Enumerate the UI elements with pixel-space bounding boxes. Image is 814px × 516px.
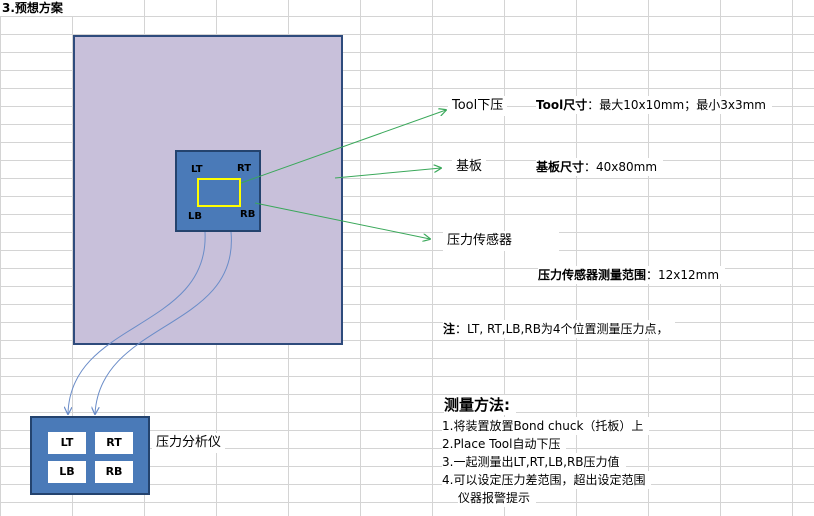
method-step-1: 1.将装置放置Bond chuck（托板）上 [442,417,650,435]
spec-sensor: 压力传感器测量范围：12x12mm [538,266,726,284]
chip-corner-rb: RB [240,209,256,220]
spec-sensor-val: ：12x12mm [646,268,720,282]
chip-corner-lb: LB [188,211,202,222]
note-val: ：LT, RT,LB,RB为4个位置测量压力点， [455,322,669,336]
pressure-analyzer: LT RT LB RB [30,416,150,495]
tool-footprint [197,178,241,207]
spec-tool-key: Tool尺寸 [536,98,588,112]
spec-substrate-val: ：40x80mm [584,160,658,174]
cable-left [68,231,206,414]
spec-tool-val: ：最大10x10mm；最小3x3mm [587,98,766,112]
arrow-sensor [254,202,430,239]
spec-sensor-key: 压力传感器测量范围 [538,268,647,282]
page-title: 3.预想方案 [0,0,112,16]
method-step-4-cont: 仪器报警提示 [458,489,537,507]
chip-corner-lt: LT [191,164,203,175]
arrow-tool [240,110,446,184]
analyzer-cell-rt: RT [95,432,133,454]
chip-corner-rt: RT [237,163,252,174]
label-substrate: 基板 [452,157,487,177]
method-step-4: 4.可以设定压力差范围，超出设定范围 [442,471,652,489]
arrow-substrate [334,168,441,179]
spec-substrate-key: 基板尺寸 [536,160,585,174]
note-key: 注 [443,322,456,336]
method-step-3: 3.一起测量出LT,RT,LB,RB压力值 [442,453,626,471]
method-title: 测量方法: [444,395,516,415]
analyzer-cell-rb: RB [95,461,133,483]
method-step-2: 2.Place Tool自动下压 [442,435,567,453]
spec-substrate: 基板尺寸：40x80mm [536,158,664,176]
analyzer-cell-lt: LT [48,432,86,454]
label-sensor: 压力传感器 [443,231,559,251]
analyzer-cell-lb: LB [48,461,86,483]
label-tool: Tool下压 [448,96,508,116]
note-corners: 注：LT, RT,LB,RB为4个位置测量压力点， [443,320,675,338]
cable-right [95,231,232,414]
spec-tool: Tool尺寸：最大10x10mm；最小3x3mm [536,96,772,114]
pressure-sensor-chip: LT RT LB RB [175,150,261,232]
label-analyzer: 压力分析仪 [152,433,226,453]
